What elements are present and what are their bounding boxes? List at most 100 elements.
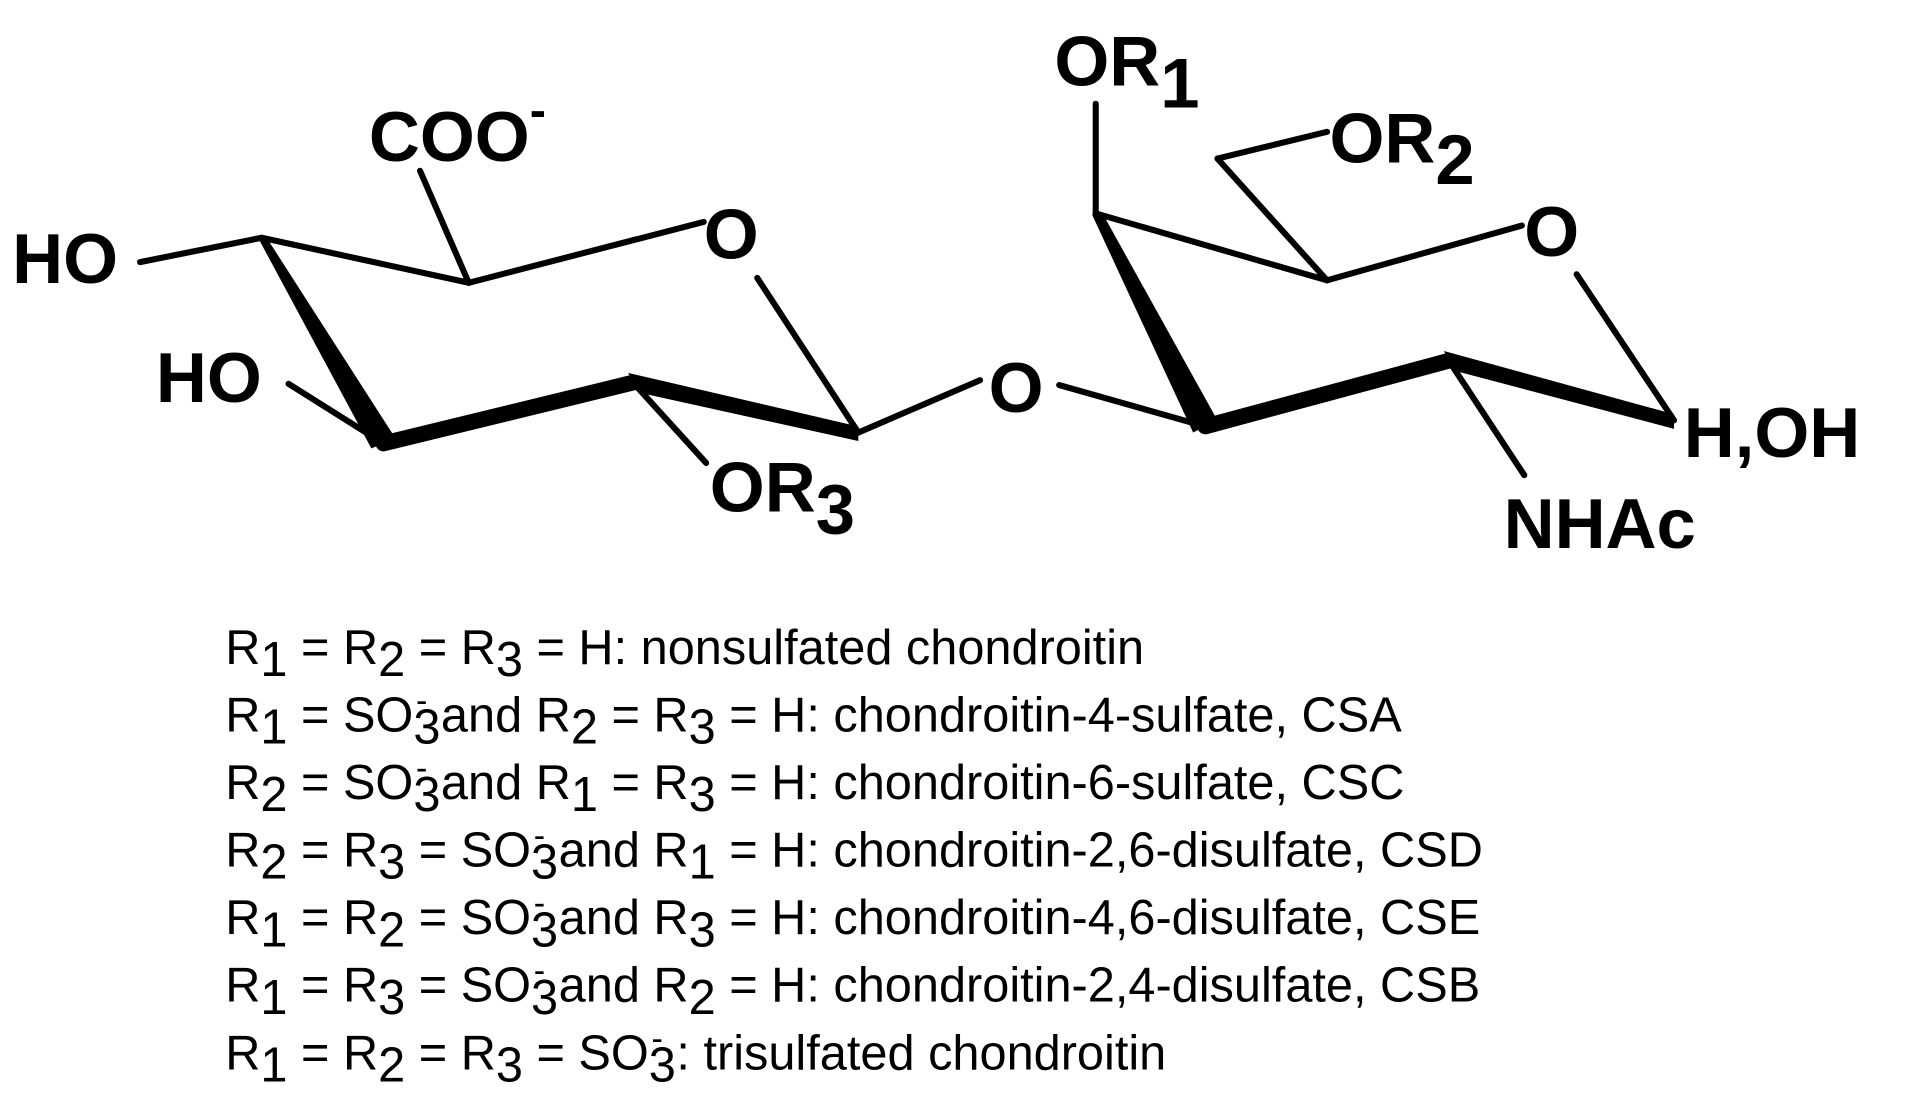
or2-subscript: 2 [1435, 120, 1474, 199]
legend-subscript: 3 [689, 768, 716, 822]
right-ring-galactosamine [1056, 100, 1678, 479]
legend-text: and R [427, 756, 570, 810]
bond-o-c1 [754, 274, 862, 436]
label-ring-o-left: O [704, 194, 759, 273]
legend-subscript: 2 [571, 701, 598, 755]
legend-subscript: 3 [531, 903, 558, 957]
coo-text: COO [369, 97, 530, 176]
bond-o-c1 [1573, 271, 1678, 424]
legend-text: = SO [405, 891, 531, 945]
legend-subscript: 1 [260, 1038, 287, 1092]
legend-text: : trisulfated chondroitin [663, 1026, 1166, 1080]
legend-superscript: - [416, 682, 427, 720]
legend-line: R1 = R2 = R3 = SO3- : trisulfated chondr… [225, 1020, 1166, 1093]
label-glycosidic-o: O [989, 348, 1044, 427]
legend-subscript: 2 [378, 903, 405, 957]
legend-text: = H: nonsulfated chondroitin [523, 621, 1144, 675]
atom-labels: HO COO- O HO OR3 O OR1 OR2 O H,OH NHAc [12, 22, 1860, 564]
legend-subscript: 2 [260, 768, 287, 822]
legend-superscript: - [652, 1020, 663, 1058]
legend-subscript: 3 [649, 1038, 676, 1092]
legend-superscript: - [416, 750, 427, 788]
legend-text: = SO [523, 1026, 649, 1080]
bond-c3-c2 [1197, 352, 1457, 435]
bond-c4-c5 [258, 234, 472, 286]
or1-text: OR [1054, 22, 1160, 101]
legend-text: = H: chondroitin-6-sulfate, CSC [716, 756, 1405, 810]
legend-subscript: 3 [689, 903, 716, 957]
or2-text: OR [1329, 98, 1435, 177]
legend-text: = SO [405, 824, 531, 878]
legend-text: and R [427, 688, 570, 742]
legend-text: = R [598, 688, 689, 742]
bond-c4-c5 [1092, 210, 1331, 284]
legend-line: R2 = SO3- and R1 = R3 = H: chondroitin-6… [225, 750, 1404, 823]
legend-text: = SO [287, 688, 413, 742]
wedge-c4-c3 [1092, 212, 1218, 433]
wedge-c2-c1 [1443, 350, 1675, 429]
legend-text: = R [287, 891, 378, 945]
bond-glycosidic-o-c3 [1056, 382, 1209, 430]
label-or1: OR1 [1054, 22, 1199, 123]
legend-text: R [225, 824, 260, 878]
legend-superscript: - [534, 885, 545, 923]
legend-line: R1 = R2 = SO3- and R3 = H: chondroitin-4… [225, 885, 1480, 958]
legend-line: R1 = R3 = SO3- and R2 = H: chondroitin-2… [225, 952, 1480, 1025]
legend-text: = R [405, 1026, 496, 1080]
bond-c6-or2 [1214, 128, 1331, 162]
bond-c3-oh [285, 380, 387, 447]
bond-c5-o [1324, 222, 1525, 284]
legend-text: = H: chondroitin-2,4-disulfate, CSB [716, 959, 1481, 1013]
label-or3: OR3 [710, 448, 855, 549]
legend-subscript: 2 [260, 836, 287, 890]
or1-subscript: 1 [1160, 43, 1199, 122]
bond-c1-glycosidic-o [855, 377, 984, 436]
legend-text: = SO [405, 959, 531, 1013]
legend-text: = R [405, 621, 496, 675]
legend-text: = H: chondroitin-4,6-disulfate, CSE [716, 891, 1481, 945]
legend-subscript: 3 [496, 633, 523, 687]
legend-text: and R [545, 824, 688, 878]
legend-subscript: 3 [378, 971, 405, 1025]
wedge-c2-c1 [628, 372, 859, 442]
legend-subscript: 3 [531, 971, 558, 1025]
legend-subscript: 2 [378, 633, 405, 687]
legend-subscript: 1 [260, 971, 287, 1025]
legend-text: = H: chondroitin-2,6-disulfate, CSD [716, 824, 1483, 878]
legend-subscript: 3 [413, 701, 440, 755]
legend-text: = R [287, 824, 378, 878]
legend-text: R [225, 1026, 260, 1080]
substituent-legend: R1 = R2 = R3 = H: nonsulfated chondroiti… [225, 621, 1483, 1093]
legend-text: = SO [287, 756, 413, 810]
left-ring-glucuronic-acid [136, 167, 984, 467]
label-coo: COO- [369, 84, 546, 176]
legend-text: = R [287, 621, 378, 675]
bond-c4-oh [136, 234, 265, 266]
legend-text: R [225, 688, 260, 742]
bond-c5-c6 [1214, 155, 1331, 284]
legend-subscript: 1 [571, 768, 598, 822]
legend-text: and R [545, 891, 688, 945]
legend-subscript: 2 [689, 971, 716, 1025]
legend-subscript: 1 [260, 903, 287, 957]
bond-c2-nhac [1445, 357, 1528, 479]
legend-line: R1 = SO3- and R2 = R3 = H: chondroitin-4… [225, 682, 1402, 755]
coo-charge: - [530, 84, 546, 138]
legend-text: = H: chondroitin-4-sulfate, CSA [716, 688, 1403, 742]
legend-subscript: 3 [689, 701, 716, 755]
legend-subscript: 1 [689, 836, 716, 890]
legend-text: = R [287, 959, 378, 1013]
legend-text: R [225, 959, 260, 1013]
or3-subscript: 3 [816, 470, 855, 549]
legend-text: R [225, 621, 260, 675]
label-ho-bottom: HO [156, 338, 262, 417]
bond-c5-o [465, 218, 707, 286]
legend-text: = R [287, 1026, 378, 1080]
legend-superscript: - [534, 817, 545, 855]
legend-subscript: 3 [531, 836, 558, 890]
bond-c3-c2 [375, 374, 642, 452]
legend-text: R [225, 756, 260, 810]
legend-superscript: - [534, 952, 545, 990]
legend-subscript: 3 [378, 836, 405, 890]
label-nhac: NHAc [1504, 484, 1696, 563]
